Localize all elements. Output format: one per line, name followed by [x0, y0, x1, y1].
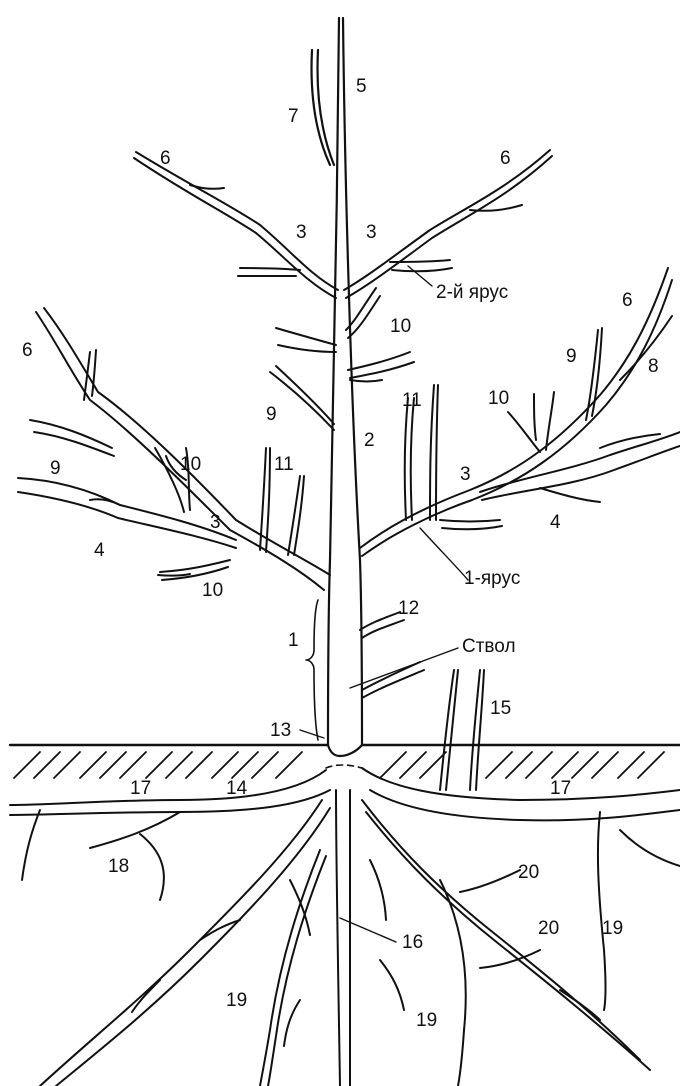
- stem-height-bracket: [306, 600, 318, 740]
- label-11-right: 11: [402, 390, 422, 411]
- label-3-upper-left: 3: [296, 222, 307, 243]
- label-10-center: 10: [390, 316, 411, 337]
- label-8-right: 8: [648, 356, 659, 377]
- label-6-top-right: 6: [500, 148, 511, 169]
- first-tier-left: [18, 308, 330, 590]
- inter-tier-shoots: [270, 288, 414, 430]
- label-3-lower-right: 3: [460, 464, 471, 485]
- label-2-trunk-section: 2: [364, 430, 375, 451]
- label-6-right: 6: [622, 290, 633, 311]
- root-suckers: [440, 670, 484, 790]
- label-4-left: 4: [94, 540, 105, 561]
- label-second-tier: 2-й ярус: [436, 282, 508, 303]
- leader-shoot: [312, 50, 334, 165]
- label-10-left: 10: [180, 454, 201, 475]
- label-5-leader: 5: [356, 76, 367, 97]
- label-19-right: 19: [602, 918, 623, 939]
- label-16: 16: [402, 932, 423, 953]
- label-15: 15: [490, 698, 511, 719]
- label-13: 13: [270, 720, 291, 741]
- label-9-right: 9: [566, 346, 577, 367]
- label-3-lower-left: 3: [210, 512, 221, 533]
- label-11-left: 11: [274, 454, 294, 475]
- second-tier-branches: [134, 150, 552, 298]
- trunk-shoots: [360, 612, 424, 698]
- label-17-right: 17: [550, 778, 571, 799]
- label-1-stem: 1: [288, 630, 299, 651]
- label-9-center: 9: [266, 404, 277, 425]
- label-6-left: 6: [22, 340, 33, 361]
- root-collar: [326, 765, 362, 768]
- label-12: 12: [398, 598, 419, 619]
- label-14: 14: [226, 778, 248, 799]
- label-10-right: 10: [488, 388, 509, 409]
- label-20-upper: 20: [518, 862, 539, 883]
- label-4-right: 4: [550, 512, 561, 533]
- label-10-lower-left: 10: [202, 580, 223, 601]
- trunk: [328, 18, 362, 756]
- label-trunk: Ствол: [462, 636, 516, 657]
- root-system: [10, 768, 680, 1086]
- label-first-tier: 1-ярус: [464, 568, 520, 589]
- label-3-upper-right: 3: [366, 222, 377, 243]
- label-6-top-left: 6: [160, 148, 171, 169]
- label-18: 18: [108, 856, 129, 877]
- label-17-left: 17: [130, 778, 151, 799]
- first-tier-right: [360, 268, 680, 556]
- label-7-competitor: 7: [288, 106, 299, 127]
- diagram-labels: 5 7 6 6 3 3 2-й ярус 6 10 6 9 8 11 10 9 …: [22, 76, 659, 1031]
- leader-lines: [300, 266, 468, 942]
- label-19-center: 19: [416, 1010, 437, 1031]
- label-20-lower: 20: [538, 918, 559, 939]
- label-19-left: 19: [226, 990, 247, 1011]
- label-9-left: 9: [50, 458, 61, 479]
